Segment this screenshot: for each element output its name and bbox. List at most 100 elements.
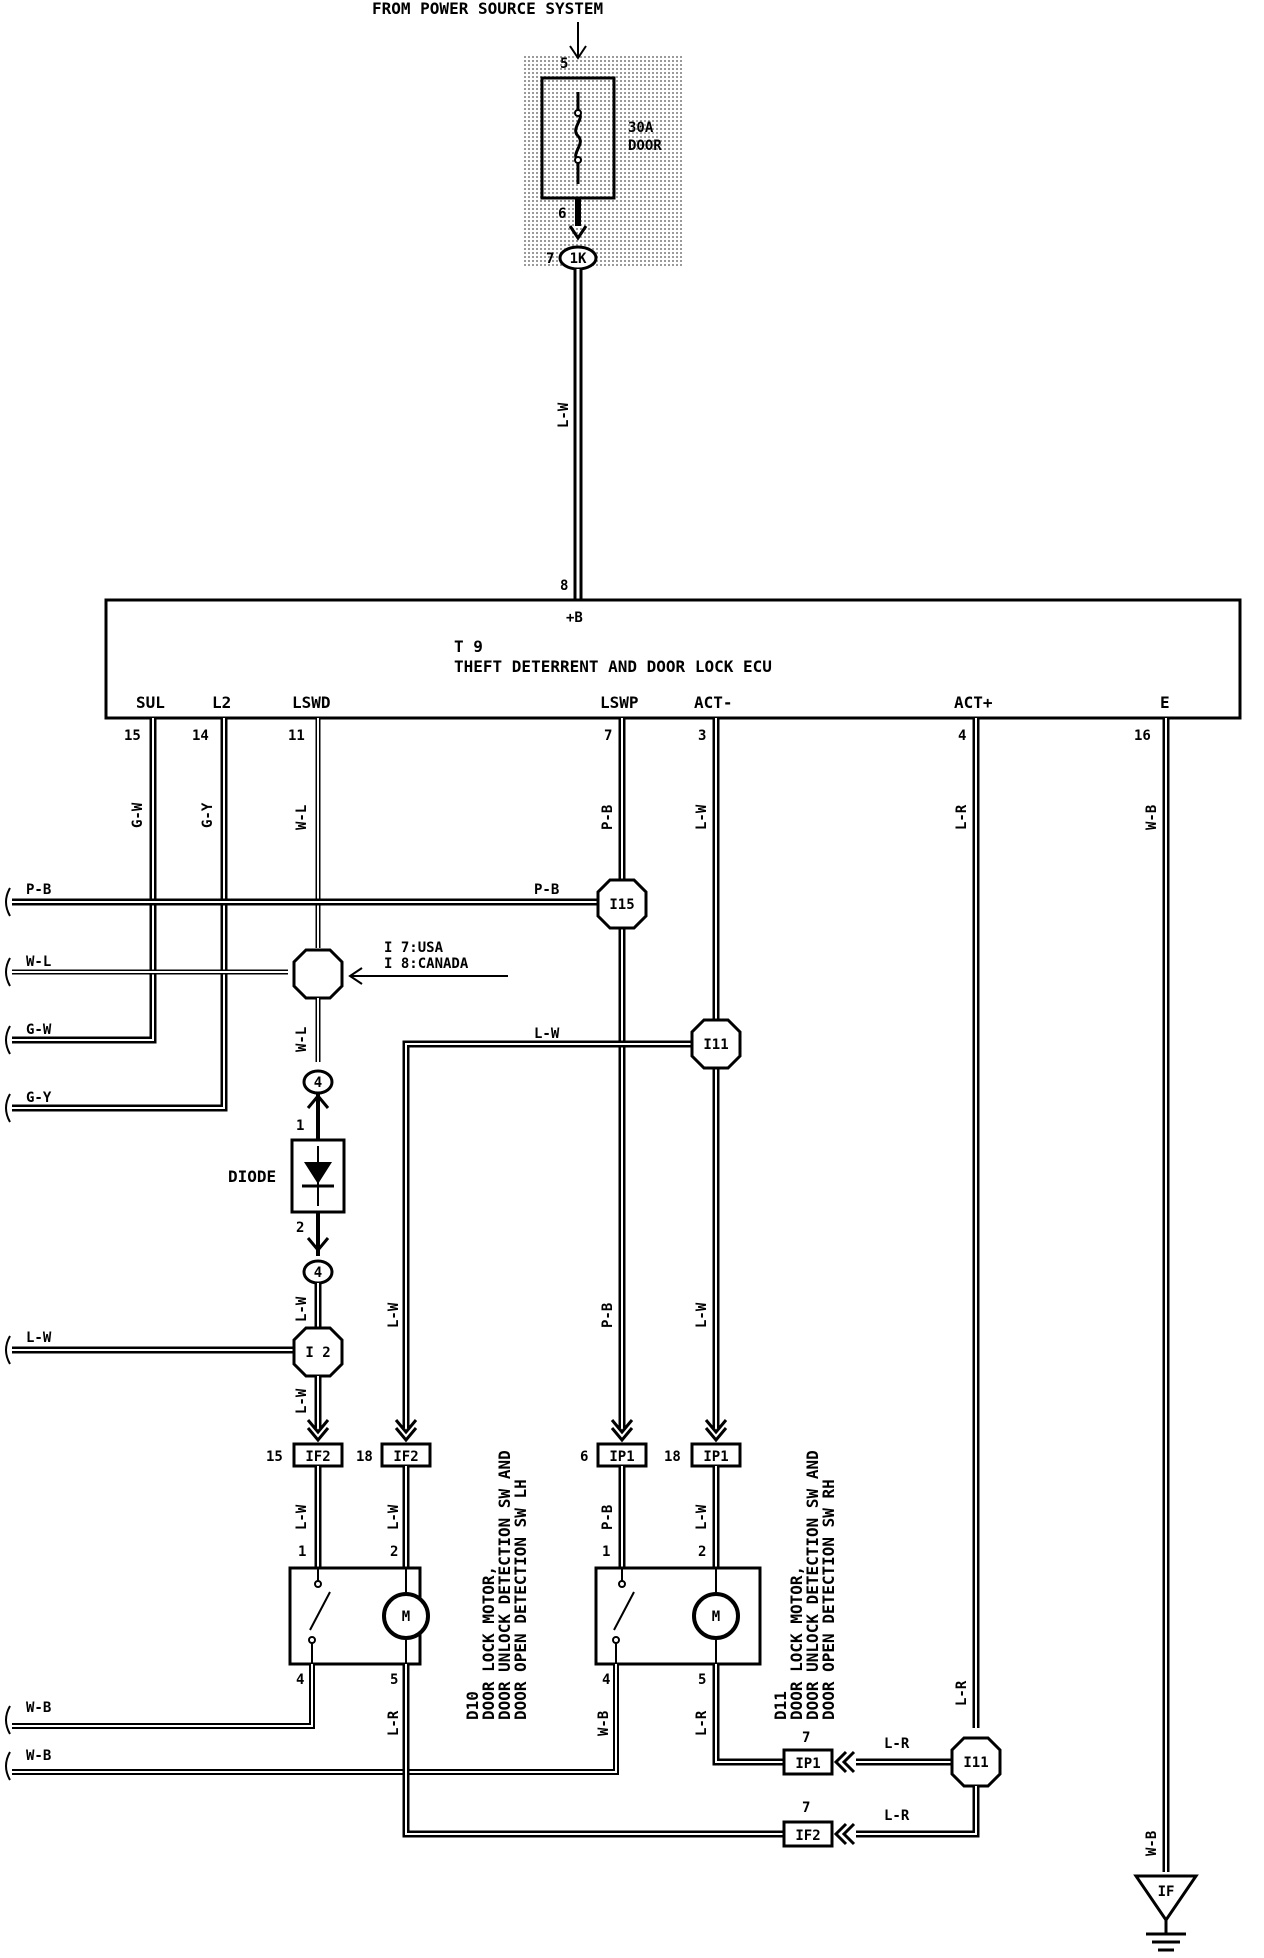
left-lead-wb-1: W-B: [26, 1700, 51, 1716]
pb-ip1a-dn-label: P-B: [600, 1505, 616, 1530]
fuse-pin-out: 6: [558, 206, 566, 222]
motor-d11-line-3: DOOR OPEN DETECTION SW RH: [819, 1479, 838, 1720]
connector-if2-b-label: IF2: [393, 1449, 418, 1465]
motor-d10-line-2: DOOR UNLOCK DETECTION SW AND: [495, 1450, 514, 1720]
connector-ip1-c-pin: 7: [802, 1730, 810, 1746]
power-arrow: [569, 22, 587, 60]
ground-if-label: IF: [1158, 1884, 1175, 1900]
lw-mid-label: L-W: [534, 1026, 560, 1042]
motor-d11-pin-4: 4: [602, 1672, 610, 1688]
ecu-terminal-l2: L2: [212, 693, 231, 712]
connector-if2-c: [782, 1820, 834, 1848]
ecu-terminal-lswd: LSWD: [292, 693, 331, 712]
ecu-pin-14: 14: [192, 728, 209, 744]
wire-d11-pin5-lr: [712, 1664, 784, 1766]
fuse-pin-in: 5: [560, 56, 568, 72]
connector-i7-i8: [292, 948, 344, 1000]
connector-if2-a-pin: 15: [266, 1449, 283, 1465]
connector-ip1-a-pin: 6: [580, 1449, 588, 1465]
lr-b-label: L-R: [884, 1808, 910, 1824]
wire-lswp-label: P-B: [600, 805, 616, 830]
motor-d10-line-3: DOOR OPEN DETECTION SW LH: [511, 1479, 530, 1720]
junction-1k-label: 1K: [570, 251, 587, 267]
diode-label: DIODE: [228, 1167, 276, 1186]
ecu-terminal-act-minus: ACT-: [694, 693, 733, 712]
connector-4-bottom-label: 4: [314, 1265, 322, 1281]
wire-l2: [12, 718, 228, 1112]
ecu-code: T 9: [454, 637, 483, 656]
fuse-out-arrow: [568, 225, 588, 241]
left-lead-brackets: [5, 887, 11, 1781]
lw-after-i2-label: L-W: [294, 1388, 310, 1414]
motor-d11-pin-2: 2: [698, 1544, 706, 1560]
lw-if2b-up-label: L-W: [386, 1302, 402, 1328]
motor-d10-code: D10: [463, 1691, 482, 1720]
connector-if2-a-label: IF2: [305, 1449, 330, 1465]
ecu-pin-11: 11: [288, 728, 305, 744]
ecu-terminal-lswp: LSWP: [600, 693, 639, 712]
ground-low-label: W-B: [1144, 1831, 1160, 1856]
connector-if2-b-pin: 18: [356, 1449, 373, 1465]
connector-i8-note: I 8:CANADA: [384, 956, 469, 972]
ground-if-icon: [1133, 1874, 1199, 1923]
ecu-pin-7: 7: [604, 728, 612, 744]
connector-4-top-label: 4: [314, 1075, 322, 1091]
connector-ip1-c-label: IP1: [795, 1756, 820, 1772]
wl-under-label: W-L: [294, 1027, 310, 1052]
connector-i2-label: I 2: [305, 1345, 330, 1361]
motor-d10-switch-icon: [308, 1568, 331, 1664]
connector-if2-c-label: IF2: [795, 1828, 820, 1844]
fuse-block-shading: [524, 55, 682, 267]
left-lead-gw: G-W: [26, 1022, 52, 1038]
diode-pin-2: 2: [296, 1220, 304, 1236]
connector-i2: [292, 1326, 344, 1378]
diode-pin-1: 1: [296, 1118, 304, 1134]
left-lead-gy: G-Y: [26, 1090, 52, 1106]
connector-4-top: [302, 1069, 334, 1095]
ecu-b-label: +B: [566, 610, 583, 626]
fuse-terminal-top: [574, 109, 582, 117]
d11-pin5-wire-label: L-R: [694, 1710, 710, 1736]
diode-out-arrow: [306, 1237, 330, 1253]
ecu-pin-16: 16: [1134, 728, 1151, 744]
wire-ground-label: W-B: [1144, 805, 1160, 830]
wire-i11-to-if2-c: [856, 1786, 980, 1838]
connector-ip1-a-label: IP1: [609, 1449, 634, 1465]
connector-if2-c-pin: 7: [802, 1800, 810, 1816]
act-plus-low-label: L-R: [954, 1680, 970, 1706]
connector-i15-label: I15: [609, 897, 634, 913]
connector-ip1-b-pin: 18: [664, 1449, 681, 1465]
left-lead-pb: P-B: [26, 882, 51, 898]
ecu-terminal-act-plus: ACT+: [954, 693, 993, 712]
wire-d10-pin4-wb: [12, 1664, 315, 1729]
i7-i8-pointer-arrow: [348, 967, 508, 985]
ecu-name: THEFT DETERRENT AND DOOR LOCK ECU: [454, 657, 772, 676]
connector-i15: [596, 878, 648, 930]
fuse-name: DOOR: [628, 138, 662, 154]
d11-pin4-wire-label: W-B: [596, 1711, 612, 1736]
motor-d10-icon: [382, 1568, 430, 1664]
motor-d10-line-1: DOOR LOCK MOTOR,: [479, 1566, 498, 1720]
wire-lw-cross: [402, 1040, 694, 1428]
motor-d11-switch-icon: [612, 1568, 635, 1664]
lr-a-label: L-R: [884, 1736, 910, 1752]
lw-after-diode-label: L-W: [294, 1296, 310, 1322]
connector-ip1-b-label: IP1: [703, 1449, 728, 1465]
motor-d10-pin-5: 5: [390, 1672, 398, 1688]
ip1-c-arrows: [833, 1750, 856, 1774]
connector-i11-top: [690, 1018, 742, 1070]
ecu-pin-3: 3: [698, 728, 706, 744]
junction-arrows: [306, 1419, 728, 1443]
lw-if2a-label: L-W: [294, 1504, 310, 1530]
wire-lswd-label: W-L: [294, 805, 310, 830]
left-lead-wb-2: W-B: [26, 1748, 51, 1764]
left-lead-lw: L-W: [26, 1330, 52, 1346]
wire-d11-pin4-wb: [12, 1664, 619, 1775]
motor-d11-icon: [692, 1568, 740, 1664]
pb-mid-label: P-B: [534, 882, 559, 898]
left-lead-wl: W-L: [26, 954, 51, 970]
wire-d10-pin5-lr: [402, 1664, 784, 1838]
lw-ip1b-dn-label: L-W: [694, 1504, 710, 1530]
